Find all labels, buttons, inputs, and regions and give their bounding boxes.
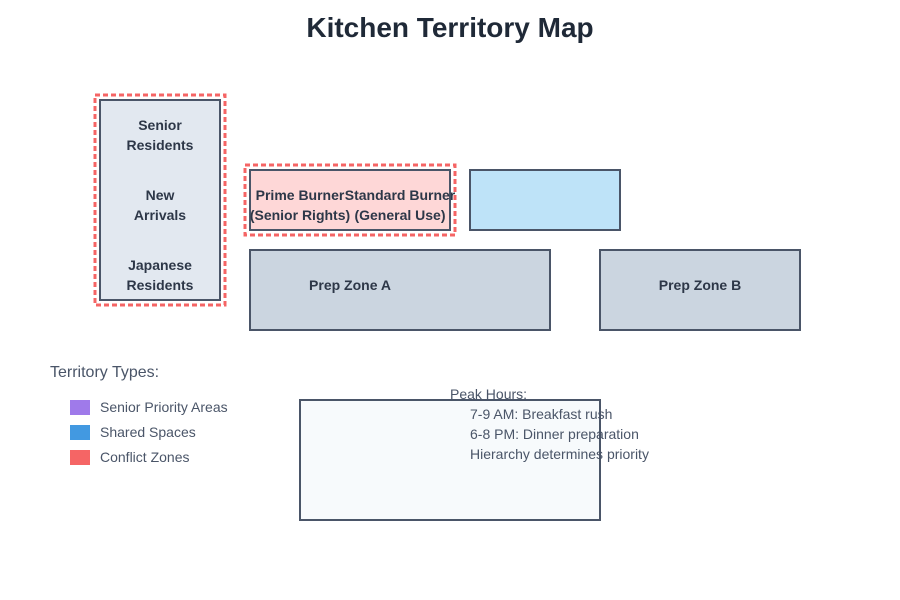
- prime-burner-zone: [249, 169, 451, 231]
- shared-spaces-swatch: [70, 425, 90, 440]
- legend-label: Conflict Zones: [100, 449, 190, 465]
- prep-zone-b-label: Prep Zone B: [658, 277, 742, 293]
- new-arrivals-label: New Arrivals: [133, 187, 187, 223]
- standard-burner-label: Standard Burner (General Use): [344, 187, 456, 223]
- peak-hours-title: Peak Hours:: [450, 386, 528, 402]
- prime-burner-label: Prime Burner (Senior Rights): [249, 187, 351, 223]
- senior-residents-label: Senior Residents: [126, 117, 194, 153]
- prep-zone-a-label: Prep Zone A: [309, 277, 391, 293]
- peak-hours-box: [299, 399, 601, 521]
- prime-burner-conflict-outline: [243, 163, 457, 237]
- standard-burner-zone: [469, 169, 621, 231]
- legend-label: Shared Spaces: [100, 424, 196, 440]
- residents-zone: [99, 99, 221, 301]
- prep-zone-a: [249, 249, 551, 331]
- japanese-residents-label: Japanese Residents: [126, 257, 194, 293]
- peak-hours-line: Hierarchy determines priority: [470, 446, 649, 462]
- prep-zone-b: [599, 249, 801, 331]
- residents-conflict-outline: [93, 93, 227, 307]
- senior-priority-swatch: [70, 400, 90, 415]
- conflict-zones-swatch: [70, 450, 90, 465]
- peak-hours-line: 6-8 PM: Dinner preparation: [470, 426, 639, 442]
- legend-title: Territory Types:: [50, 364, 160, 381]
- legend-label: Senior Priority Areas: [100, 399, 228, 415]
- peak-hours-line: 7-9 AM: Breakfast rush: [470, 406, 613, 422]
- page-title: Kitchen Territory Map: [306, 12, 594, 43]
